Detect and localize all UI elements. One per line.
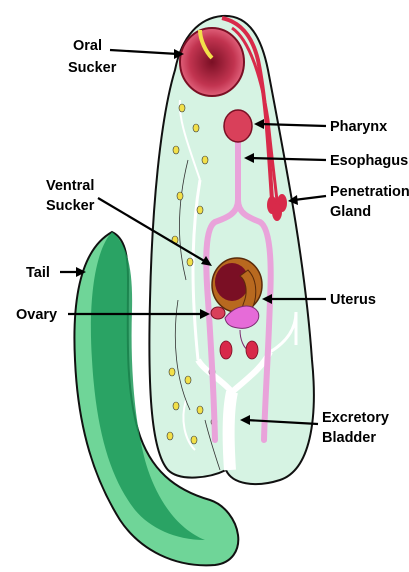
pharynx [224, 110, 252, 142]
label-excretory-bladder-line2: Bladder [322, 430, 376, 446]
label-tail: Tail [26, 265, 50, 281]
label-uterus: Uterus [330, 292, 376, 308]
label-ventral-sucker-line1: Ventral [46, 178, 94, 194]
oral-sucker [180, 28, 244, 96]
label-pharynx: Pharynx [330, 119, 387, 135]
label-ovary: Ovary [16, 307, 57, 323]
label-oral-sucker-line1: Oral [73, 38, 102, 54]
label-ventral-sucker-line2: Sucker [46, 198, 95, 214]
label-esophagus: Esophagus [330, 153, 408, 169]
label-penetration-gland-line2: Gland [330, 204, 371, 220]
label-penetration-gland-line1: Penetration [330, 184, 409, 200]
label-excretory-bladder-line1: Excretory [322, 410, 389, 426]
label-oral-sucker-line2: Sucker [68, 60, 117, 76]
